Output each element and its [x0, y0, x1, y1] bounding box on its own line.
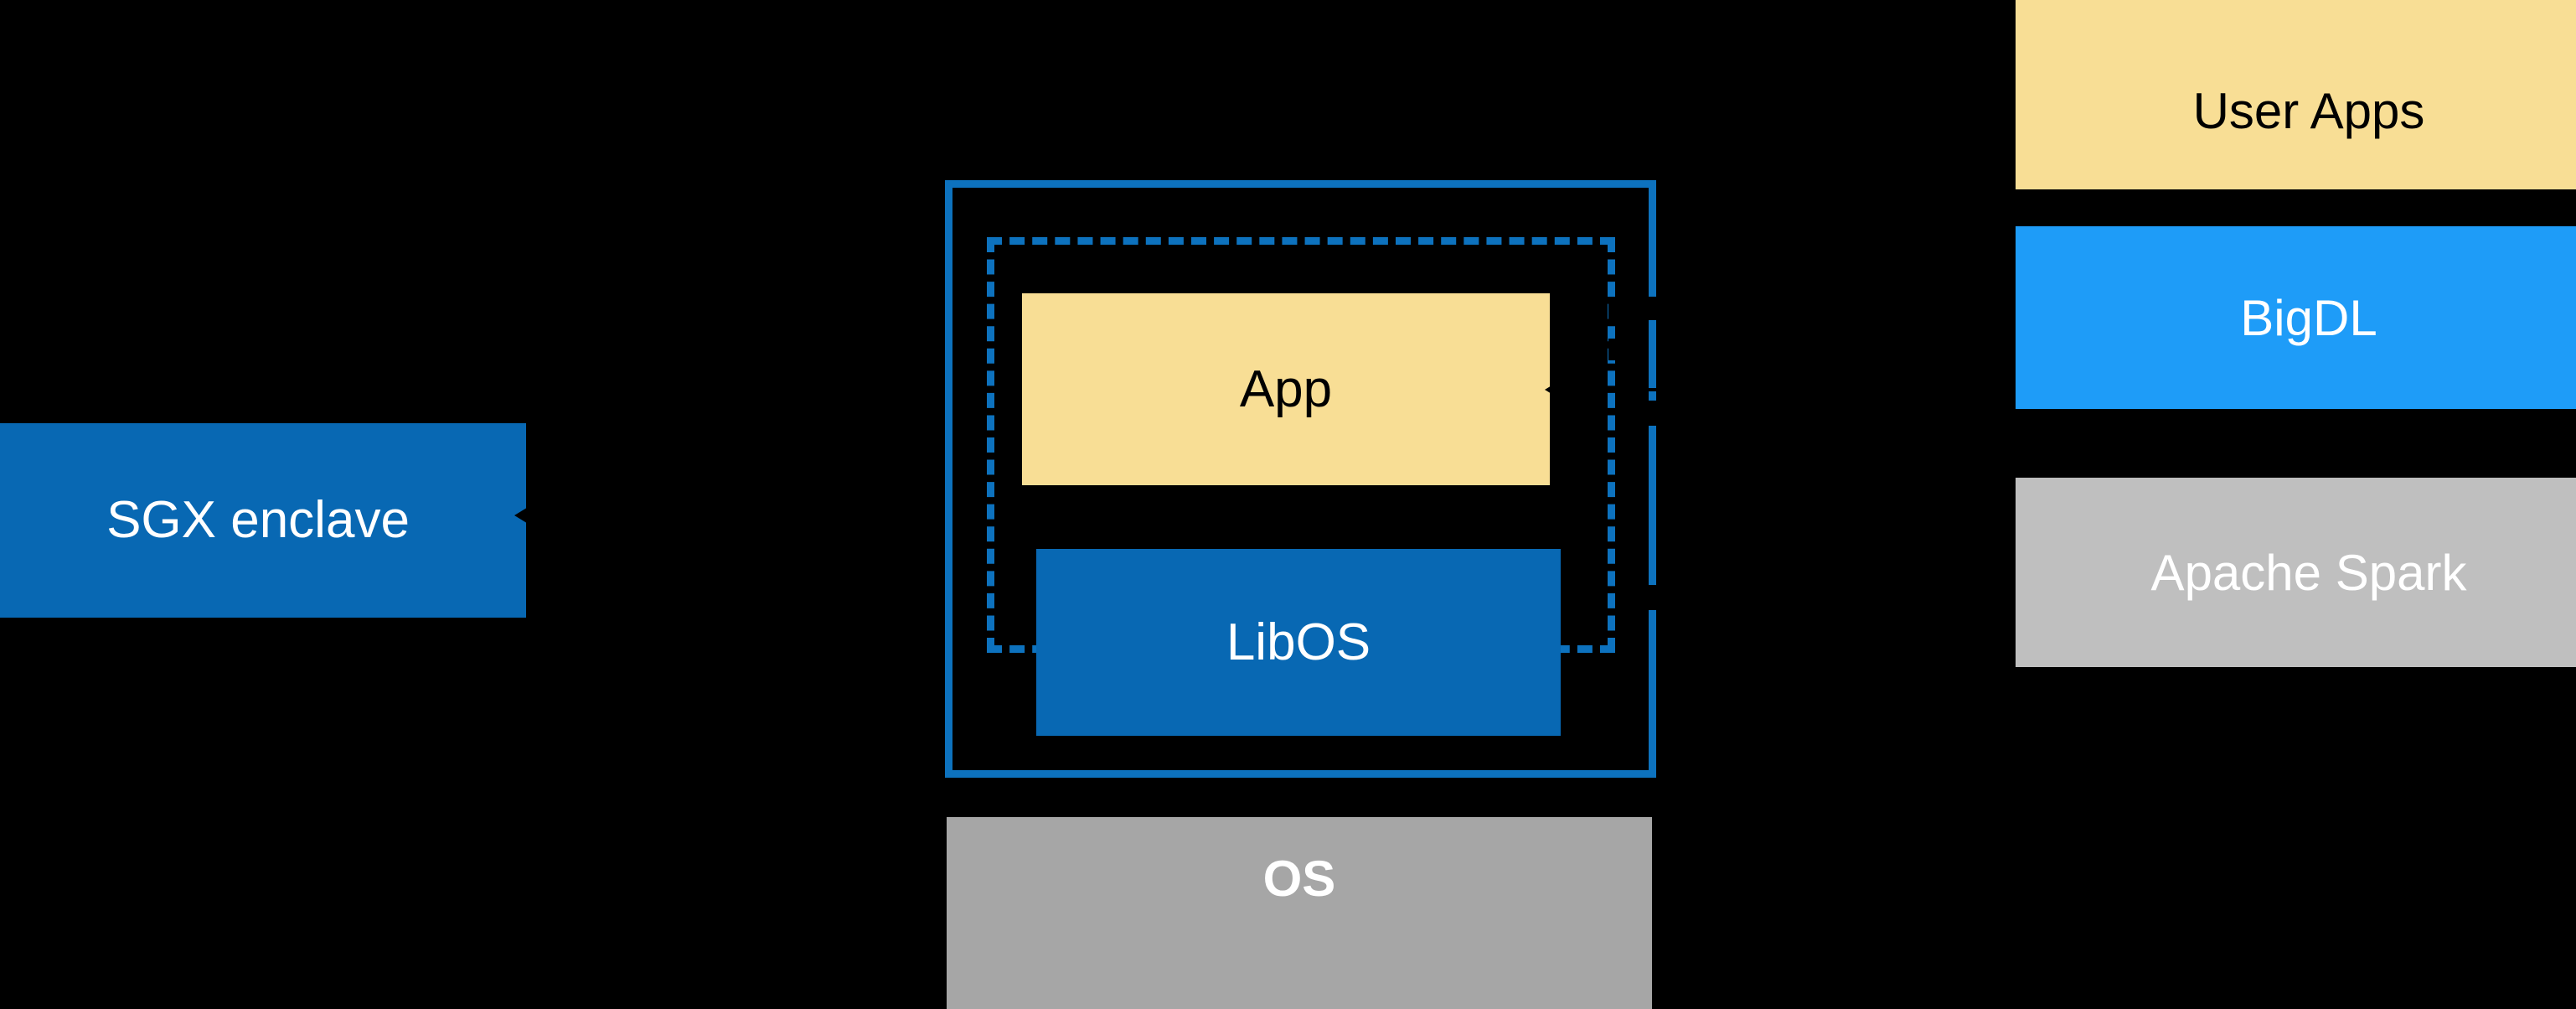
libos-box[interactable]: LibOS: [1036, 549, 1561, 736]
enclave-outline: [945, 180, 1656, 778]
connector-crossing-notch: [1649, 401, 1662, 426]
apache-spark-label: Apache Spark: [2150, 544, 2467, 601]
user-apps-label: User Apps: [2192, 83, 2425, 139]
app-label: App: [1239, 360, 1333, 418]
connector-crossing-notch: [1649, 297, 1662, 320]
libos-label: LibOS: [1226, 613, 1371, 671]
app-arrowhead-icon: [1545, 380, 1560, 399]
bigdl-box[interactable]: BigDL: [2016, 226, 2576, 409]
os-label: OS: [1262, 851, 1336, 907]
connector-crossing-notch: [1649, 585, 1662, 610]
connector-crossing-notch: [1608, 339, 1620, 360]
app-connector-line: [1550, 388, 2019, 391]
os-box[interactable]: OS: [947, 817, 1652, 1009]
sgx-enclave-connector-line: [519, 514, 955, 517]
app-box[interactable]: App: [1022, 293, 1550, 485]
user-apps-box[interactable]: User Apps: [2016, 0, 2576, 189]
apache-spark-box[interactable]: Apache Spark: [2016, 478, 2576, 667]
connector-crossing-notch: [1608, 298, 1620, 320]
sgx-enclave-arrowhead-icon: [514, 506, 529, 525]
bigdl-label: BigDL: [2240, 289, 2377, 346]
sgx-enclave-label: SGX enclave: [106, 491, 410, 550]
sgx-enclave-box[interactable]: SGX enclave: [0, 423, 526, 618]
